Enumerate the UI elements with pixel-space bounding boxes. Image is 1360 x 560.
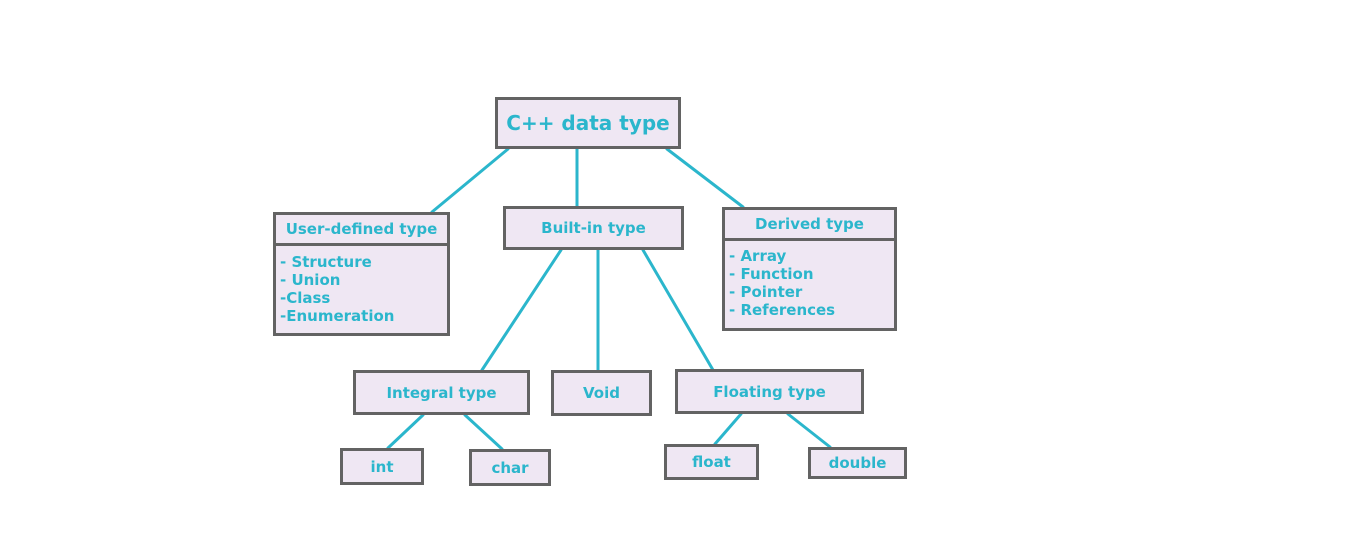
list-item: - Pointer: [729, 283, 803, 301]
edge-built-in-integral: [480, 248, 563, 372]
edge-integral-char: [463, 413, 504, 451]
node-user-defined-type-header: User-defined type: [276, 215, 447, 246]
node-int-label: int: [370, 457, 394, 476]
node-float: float: [664, 444, 759, 480]
edge-root-derived: [665, 147, 745, 209]
node-floating-type: Floating type: [675, 369, 864, 414]
node-integral-type-label: Integral type: [386, 383, 497, 402]
node-floating-type-label: Floating type: [713, 382, 826, 401]
user-defined-type-list: - Structure - Union -Class -Enumeration: [276, 253, 447, 325]
edge-root-user-defined: [430, 147, 510, 214]
node-derived-type: Derived type - Array - Function - Pointe…: [722, 207, 897, 331]
list-item: -Class: [280, 289, 331, 307]
node-built-in-type: Built-in type: [503, 206, 684, 250]
list-item: - Structure: [280, 253, 372, 271]
edge-built-in-floating: [641, 248, 715, 372]
node-user-defined-type: User-defined type - Structure - Union -C…: [273, 212, 450, 336]
node-integral-type: Integral type: [353, 370, 530, 415]
node-derived-type-header: Derived type: [725, 210, 894, 241]
edge-integral-int: [386, 413, 425, 450]
node-cpp-data-type-label: C++ data type: [506, 111, 670, 135]
node-float-label: float: [692, 453, 731, 471]
node-built-in-type-label: Built-in type: [541, 219, 646, 237]
node-char: char: [469, 449, 551, 486]
node-double-label: double: [828, 454, 887, 472]
node-double: double: [808, 447, 907, 479]
derived-type-label: Derived type: [755, 215, 864, 233]
node-cpp-data-type: C++ data type: [495, 97, 681, 149]
node-void: Void: [551, 370, 652, 416]
edge-floating-float: [713, 412, 743, 446]
user-defined-type-label: User-defined type: [285, 220, 438, 238]
list-item: - References: [729, 301, 836, 319]
list-item: - Function: [729, 265, 814, 283]
node-void-label: Void: [583, 384, 620, 402]
node-char-label: char: [491, 458, 529, 477]
derived-type-list: - Array - Function - Pointer - Reference…: [725, 247, 894, 319]
list-item: - Union: [280, 271, 341, 289]
list-item: - Array: [729, 247, 787, 265]
edge-floating-double: [786, 412, 832, 449]
node-int: int: [340, 448, 424, 485]
list-item: -Enumeration: [280, 307, 395, 325]
